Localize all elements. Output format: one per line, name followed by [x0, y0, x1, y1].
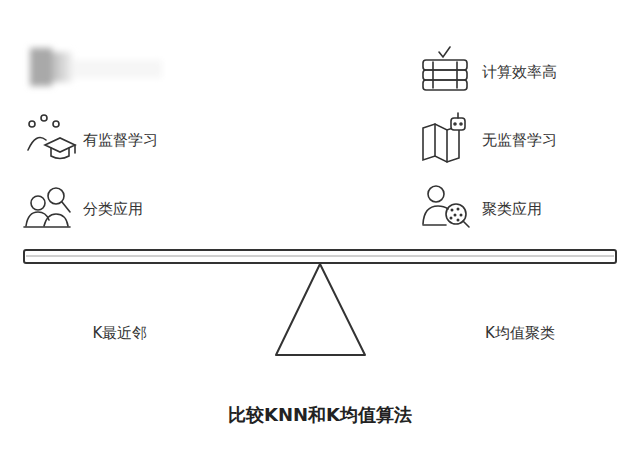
person-cluster-icon [423, 186, 469, 227]
fulcrum-triangle [276, 264, 365, 355]
seesaw-beam [24, 250, 616, 263]
seesaw-beam-line [26, 256, 614, 257]
server-icon [423, 47, 467, 90]
feature-label: 无监督学习 [482, 131, 557, 149]
algorithm-name: K均值聚类 [485, 324, 555, 342]
feature-label: 聚类应用 [482, 200, 542, 218]
feature-label: 有监督学习 [83, 131, 158, 149]
feature-label: 计算效率高 [482, 63, 557, 81]
blurred-item [30, 48, 162, 86]
people-search-icon [24, 188, 70, 227]
algorithm-name: K最近邻 [93, 324, 148, 342]
student-icon [28, 115, 75, 159]
map-robot-icon [423, 113, 465, 162]
feature-label: 分类应用 [83, 200, 143, 218]
title: 比较KNN和K均值算法 [228, 404, 412, 426]
